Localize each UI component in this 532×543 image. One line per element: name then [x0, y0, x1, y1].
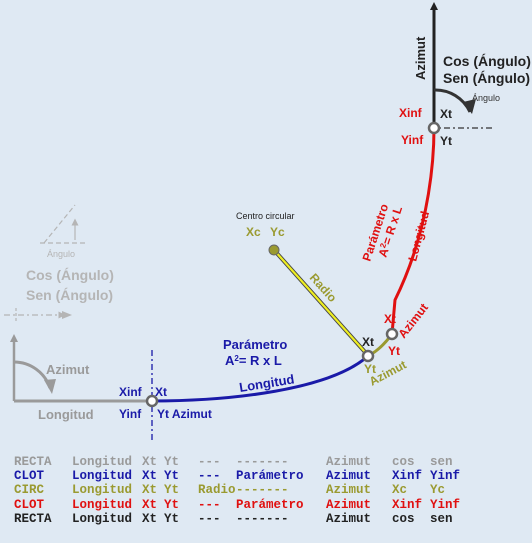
azimut-arc-gray [13, 360, 52, 389]
label-sen-top: Sen (Ángulo) [443, 70, 530, 86]
formula-blue-sup: 2 [234, 354, 239, 363]
legend-cell: Yt [164, 483, 180, 498]
point-arc-blue [361, 349, 375, 363]
legend-cell: sen [430, 455, 453, 469]
legend-cell: Xt [142, 497, 158, 512]
circle-center-point [268, 244, 280, 256]
legend-cell: --- [198, 511, 221, 526]
angle-line-panel [43, 204, 76, 244]
label-radio: Radio [307, 271, 340, 305]
blue-clothoid-curve [151, 354, 369, 403]
label-azimut-red: Azimut [395, 301, 431, 341]
legend-cell: Parámetro [236, 497, 304, 512]
red-clothoid-curve [390, 127, 436, 335]
label-azimut-gray: Azimut [46, 362, 90, 377]
label-yc: Yc [270, 225, 285, 239]
formula-blue-rest: = R x L [239, 353, 282, 368]
legend-cell: Yt [164, 455, 180, 469]
legend-cell: Longitud [72, 483, 133, 498]
label-centro-circular: Centro circular [236, 211, 295, 221]
legend-cell: ------- [236, 483, 289, 498]
legend-row: CLOT Longitud Xt Yt --- Parámetro Azimut Xinf Yi… [14, 498, 470, 512]
point-top-right [427, 121, 441, 135]
point-red-arc [385, 327, 399, 341]
legend-cell: ------- [236, 511, 289, 526]
legend-cell: Longitud [72, 455, 133, 469]
label-xinf-blue: Xinf [119, 385, 143, 399]
legend-cell: Azimut [326, 497, 372, 512]
legend-cell: Yt [164, 497, 180, 512]
label-yt-arc: Yt [364, 362, 376, 376]
double-arrowhead-panel [62, 311, 72, 319]
legend-cell: --- [198, 497, 221, 512]
legend-cell: Longitud [72, 469, 133, 484]
legend-cell: Xt [142, 511, 158, 526]
label-xinf-top: Xinf [399, 106, 423, 120]
label-cos-top: Cos (Ángulo) [443, 53, 531, 69]
legend-cell: Xt [142, 455, 158, 469]
label-xt-blue: Xt [155, 385, 167, 399]
legend-cell: Yinf [430, 469, 461, 484]
legend-cell: cos [392, 455, 415, 469]
legend-cell: Xt [142, 483, 158, 498]
legend-cell: Yc [430, 483, 446, 498]
label-cos-panel: Cos (Ángulo) [26, 267, 114, 283]
legend-cell: Azimut [326, 455, 372, 469]
legend-cell: Xinf [392, 497, 423, 512]
legend-cell: Xt [142, 469, 158, 484]
label-azimut-top: Azimut [413, 36, 428, 80]
label-xt-top: Xt [440, 107, 452, 121]
legend-row: CIRC Longitud Xt Yt Radio------- Azimut Xc Yc [14, 483, 470, 497]
legend-cell: RECTA [14, 455, 52, 469]
label-angulo-top: Ángulo [472, 93, 500, 103]
legend-cell: --- [198, 455, 221, 469]
legend-cell: CLOT [14, 497, 45, 512]
legend-cell: cos [392, 511, 415, 526]
legend-cell: sen [430, 511, 453, 526]
radius-line-fill [273, 249, 366, 353]
legend-cell: Azimut [326, 469, 372, 484]
point-bottom-left [145, 394, 159, 408]
legend-cell: Xinf [392, 469, 423, 484]
legend-cell: Yt [164, 511, 180, 526]
formula-blue-a: A [225, 353, 235, 368]
label-yinf-top: Yinf [401, 133, 424, 147]
legend-cell: Parámetro [236, 469, 304, 484]
legend-cell: CLOT [14, 469, 45, 484]
label-yt-red: Yt [388, 344, 400, 358]
legend-cell: Yt [164, 469, 180, 484]
legend-cell: --- [198, 469, 221, 484]
formula-red-sup: 2 [378, 241, 388, 249]
label-yt-top: Yt [440, 134, 452, 148]
label-sen-panel: Sen (Ángulo) [26, 287, 113, 303]
label-xt-arc: Xt [362, 335, 374, 349]
legend-cell: Yinf [430, 497, 461, 512]
label-yinf-blue: Yinf [119, 407, 142, 421]
angle-arrowhead-top [463, 99, 476, 114]
legend-cell: RECTA [14, 511, 52, 526]
alignment-diagram: Azimut Cos (Ángulo) Sen (Ángulo) Ángulo … [4, 2, 531, 440]
label-longitud-gray: Longitud [38, 407, 94, 422]
legend-cell: Radio [198, 483, 236, 498]
label-parametro-blue: Parámetro [223, 337, 287, 352]
label-xt-red: Xt [384, 312, 396, 326]
legend-cell: Azimut [326, 483, 372, 498]
legend-cell: CIRC [14, 483, 45, 498]
label-formula-blue: A2= R x L [225, 353, 282, 368]
legend-cell: ------- [236, 455, 289, 469]
azimut-arrowhead-gray [44, 379, 56, 394]
label-xc: Xc [246, 225, 261, 239]
legend-cell: Longitud [72, 497, 133, 512]
legend-row: CLOT Longitud Xt Yt --- Parámetro Azimut Xinf Yi… [14, 469, 470, 483]
label-yt-azimut-blue: Yt Azimut [157, 407, 212, 421]
label-angulo-panel: Ángulo [47, 249, 75, 259]
label-longitud-red: Longitud [405, 210, 432, 263]
legend-cell: Longitud [72, 511, 133, 526]
legend-cell: Xc [392, 483, 408, 498]
legend-cell: Azimut [326, 511, 372, 526]
